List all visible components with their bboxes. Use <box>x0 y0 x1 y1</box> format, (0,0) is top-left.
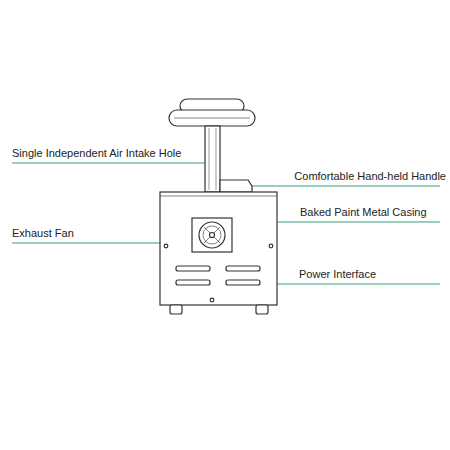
callout-label: Baked Paint Metal Casing <box>300 206 427 219</box>
callout-label: Comfortable Hand-held Handle <box>294 170 446 183</box>
callout-label: Exhaust Fan <box>12 227 74 240</box>
device-outline <box>160 99 277 314</box>
callout-label: Single Independent Air Intake Hole <box>12 147 181 160</box>
callout-label: Power Interface <box>299 268 376 281</box>
